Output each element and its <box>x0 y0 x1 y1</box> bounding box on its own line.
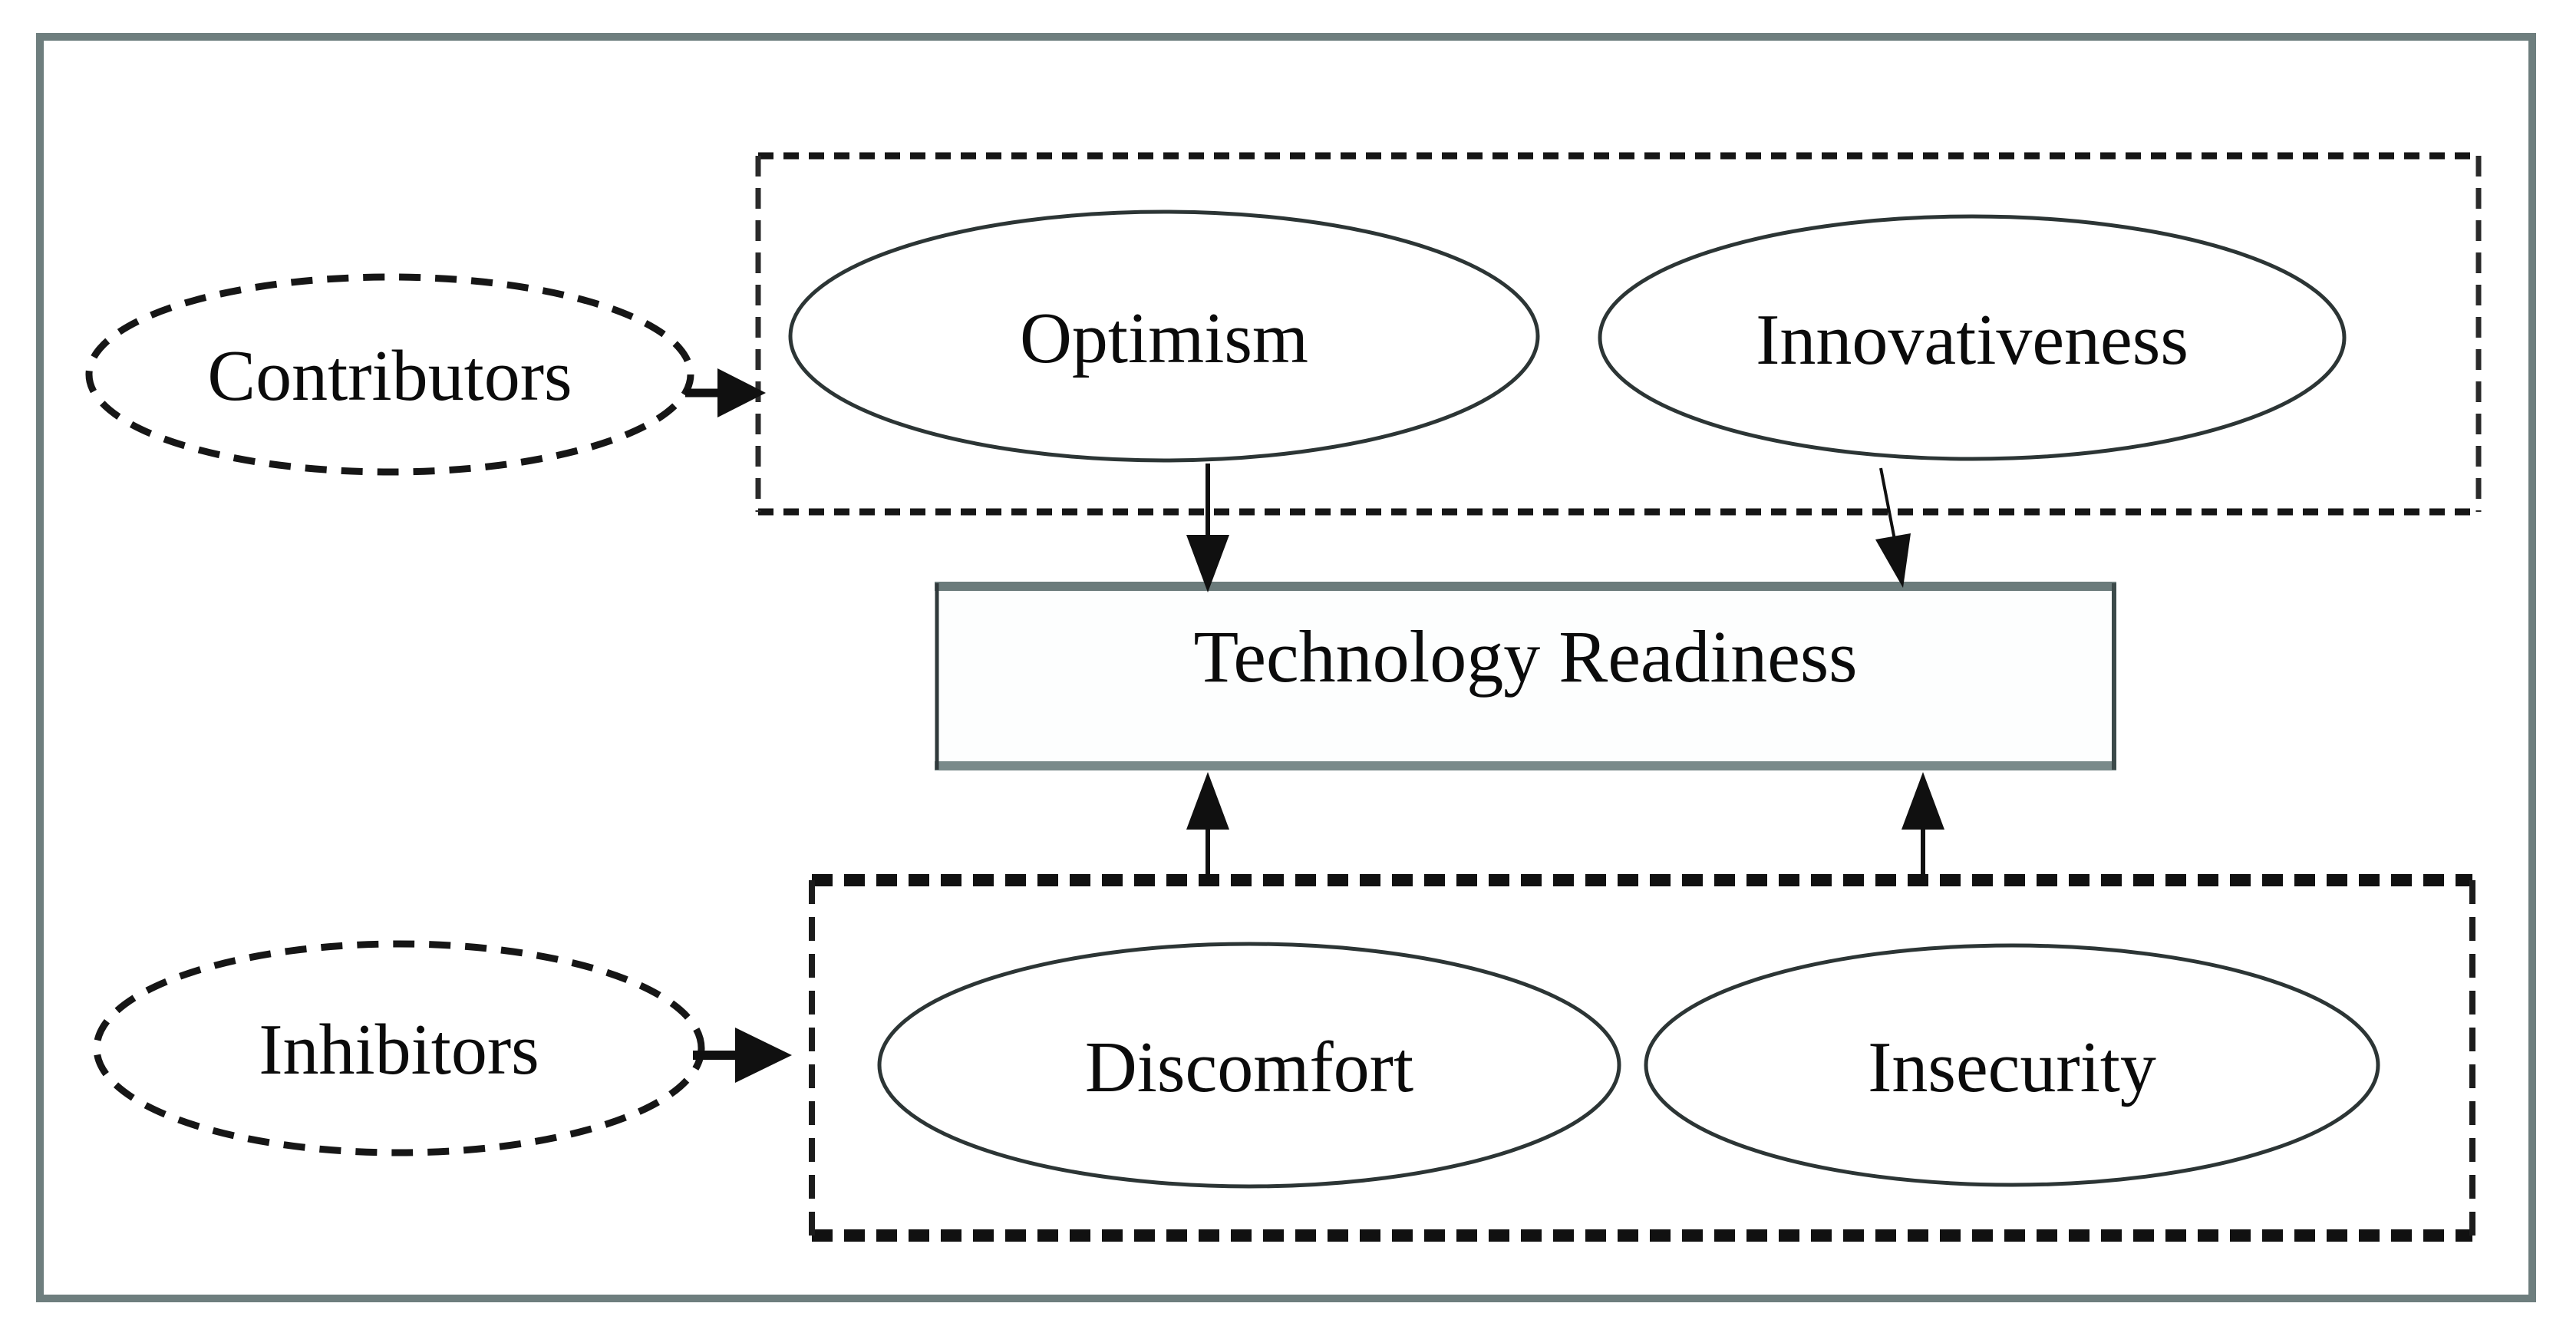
innovativeness-ellipse <box>1598 214 2347 461</box>
node-technology-readiness: Technology Readiness <box>935 582 2116 770</box>
innovativeness-label: Innovativeness <box>1756 300 2188 380</box>
node-innovativeness: Innovativeness <box>1598 214 2347 461</box>
inhibitors-group-box <box>809 874 2475 1242</box>
discomfort-ellipse <box>877 942 1621 1189</box>
contributors-label: Contributors <box>207 336 572 416</box>
inhibitors-ellipse <box>93 940 705 1156</box>
arrow-contributors-head <box>717 368 766 417</box>
node-insecurity: Insecurity <box>1644 943 2380 1187</box>
arrow-discomfort-head <box>1186 772 1229 830</box>
arrow-inhibitors-to-group <box>693 1028 792 1083</box>
arrow-insecurity-to-readiness <box>1901 772 1944 879</box>
optimism-label: Optimism <box>1020 299 1308 378</box>
arrow-optimism-to-readiness <box>1186 464 1229 592</box>
arrow-insecurity-head <box>1901 772 1944 830</box>
arrow-inhibitors-head <box>735 1028 792 1083</box>
arrow-discomfort-to-readiness <box>1186 772 1229 879</box>
arrow-innovativeness-shaft <box>1879 467 1896 540</box>
technology-readiness-label: Technology Readiness <box>1193 615 1857 698</box>
node-inhibitors: Inhibitors <box>93 940 705 1156</box>
contributors-group-box <box>755 152 2482 516</box>
arrow-optimism-head <box>1186 535 1229 592</box>
outer-frame <box>36 33 2536 1302</box>
technology-readiness-box <box>935 583 2116 770</box>
contributors-ellipse <box>85 273 694 476</box>
arrow-innovativeness-head <box>1875 533 1911 588</box>
insecurity-label: Insecurity <box>1868 1028 2156 1107</box>
insecurity-ellipse <box>1644 943 2380 1187</box>
node-optimism: Optimism <box>788 210 1540 463</box>
optimism-ellipse <box>788 210 1540 463</box>
node-contributors: Contributors <box>85 273 694 476</box>
arrow-innovativeness-to-readiness <box>1875 467 1911 588</box>
inhibitors-label: Inhibitors <box>259 1010 539 1090</box>
node-discomfort: Discomfort <box>877 942 1621 1189</box>
discomfort-label: Discomfort <box>1085 1028 1413 1107</box>
arrow-contributors-to-group <box>685 368 766 417</box>
